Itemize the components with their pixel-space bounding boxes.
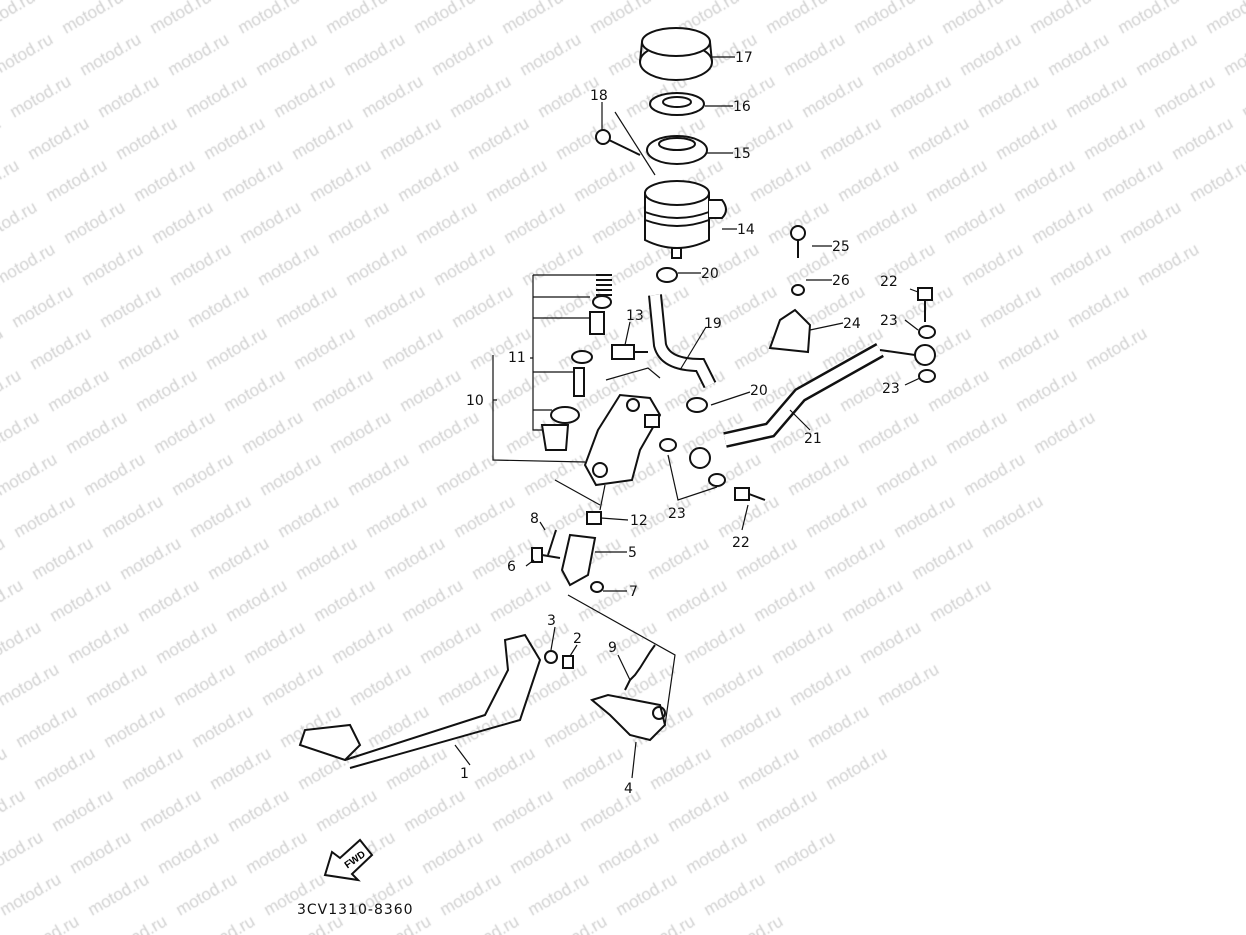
label-3: 3 (547, 613, 556, 629)
label-23b: 23 (882, 381, 900, 397)
label-20b: 20 (750, 383, 768, 399)
part-brake-hose-21 (689, 343, 936, 469)
label-1: 1 (460, 766, 469, 782)
label-25: 25 (832, 239, 850, 255)
part-nut-26 (791, 284, 805, 296)
label-5: 5 (628, 545, 637, 561)
part-hose-19 (648, 294, 717, 389)
diagram-code: 3CV1310-8360 (297, 902, 414, 918)
part-bolt-22 (734, 487, 766, 501)
part-reservoir-cap (639, 27, 713, 81)
part-pin-6 (531, 547, 561, 563)
label-10: 10 (466, 393, 484, 409)
part-screw-25 (790, 225, 806, 258)
label-20: 20 (701, 266, 719, 282)
part-pivot-4 (589, 693, 667, 742)
label-8: 8 (530, 511, 539, 527)
part-clevis-5 (560, 533, 597, 587)
label-21: 21 (804, 431, 822, 447)
label-15: 15 (733, 146, 751, 162)
part-spring-9 (624, 644, 656, 691)
part-cotter-pin-8 (547, 529, 557, 556)
fwd-arrow-icon: FWD (323, 838, 374, 882)
label-26: 26 (832, 273, 850, 289)
label-23c: 23 (668, 506, 686, 522)
part-nut-12 (586, 511, 602, 525)
part-labels: 17 16 15 18 14 20 25 26 22 23 24 13 19 1… (460, 50, 900, 797)
part-clamp-20b (686, 397, 708, 413)
part-bracket-24 (768, 308, 812, 354)
part-nut-7 (590, 581, 604, 593)
part-brake-pedal-1 (298, 633, 542, 769)
label-11: 11 (508, 350, 526, 366)
label-16: 16 (733, 99, 751, 115)
part-piston-kit (540, 274, 612, 451)
label-24: 24 (843, 316, 861, 332)
label-14: 14 (737, 222, 755, 238)
label-7: 7 (629, 584, 638, 600)
label-23: 23 (880, 313, 898, 329)
label-4: 4 (624, 781, 633, 797)
part-bolt-22b (917, 287, 933, 322)
part-diaphragm-plate (649, 92, 705, 116)
part-nut-3 (544, 650, 558, 664)
label-22b: 22 (732, 535, 750, 551)
part-clamp-20 (656, 267, 678, 283)
part-bolt-13 (611, 344, 648, 360)
label-18: 18 (590, 88, 608, 104)
part-washer-23b (708, 473, 726, 487)
part-reservoir-tank (644, 180, 727, 259)
part-washer-23d (918, 369, 936, 383)
part-washer-23 (659, 438, 677, 452)
label-13: 13 (626, 308, 644, 324)
part-bolt-18 (595, 129, 641, 156)
label-6: 6 (507, 559, 516, 575)
label-9: 9 (608, 640, 617, 656)
label-17: 17 (735, 50, 753, 66)
part-washer-23c (918, 325, 936, 339)
label-19: 19 (704, 316, 722, 332)
label-12: 12 (630, 513, 648, 529)
part-diaphragm (646, 135, 708, 165)
label-2: 2 (573, 631, 582, 647)
part-master-cylinder (583, 393, 662, 487)
part-bolt-2 (562, 655, 574, 669)
label-22: 22 (880, 274, 898, 290)
